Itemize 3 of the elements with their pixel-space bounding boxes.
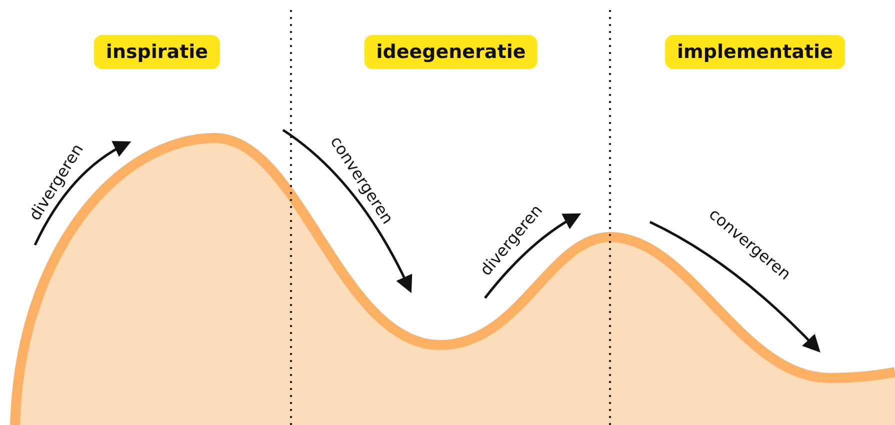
- phase-badge: ideegeneratie: [364, 35, 538, 69]
- phase-badge: inspiratie: [94, 35, 220, 69]
- phase-badge: implementatie: [665, 35, 845, 69]
